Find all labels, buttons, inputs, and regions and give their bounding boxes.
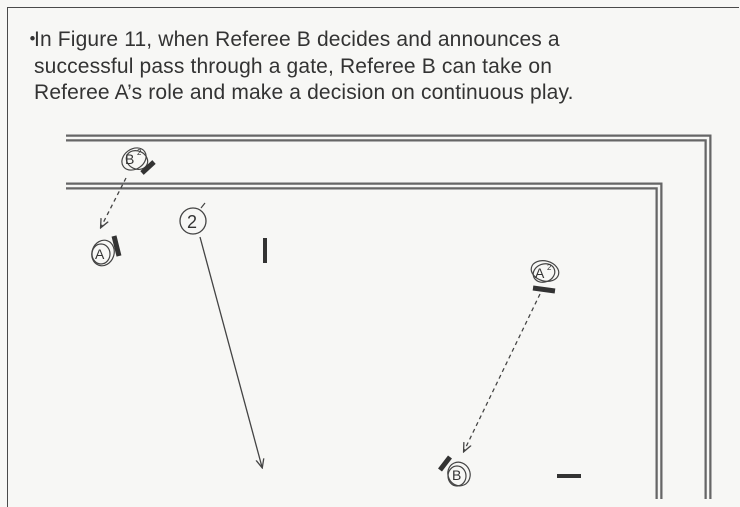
caption-line-1: In Figure 11, when Referee B decides and…	[34, 28, 560, 51]
outer-court-line	[66, 134, 712, 499]
gate-marker-horizontal	[557, 474, 581, 478]
referee-b-end-marker: B	[438, 455, 471, 487]
referee-a-left-letter: A	[95, 246, 105, 262]
caption-line-3: Referee A’s role and make a decision on …	[34, 81, 574, 104]
referee-b-start-superscript: 2	[137, 148, 142, 157]
referee-a-dashed-path	[464, 293, 541, 451]
caption-bullet: ・	[22, 28, 44, 51]
ball-2-label: 2	[187, 212, 197, 232]
referee-b-dashed-path	[101, 177, 127, 227]
referee-b-end-letter: B	[452, 467, 461, 483]
inner-court-line	[66, 182, 663, 499]
referee-a-right-marker: A 2	[530, 260, 560, 294]
caption: ・ In Figure 11, when Referee B decides a…	[22, 27, 726, 107]
caption-line-2: successful pass through a gate, Referee …	[34, 54, 553, 78]
referee-b-start-marker: B 2	[121, 147, 156, 175]
gate-marker-vertical	[263, 238, 267, 263]
ball-2-marker: 2	[179, 202, 207, 235]
referee-a-left-marker: A	[91, 235, 122, 267]
referee-b-start-letter: B	[125, 151, 134, 167]
ball-path-arrow	[199, 236, 262, 467]
referee-a-right-superscript: 2	[547, 263, 552, 272]
figure-frame	[7, 7, 739, 507]
referee-a-right-letter: A	[535, 265, 545, 281]
